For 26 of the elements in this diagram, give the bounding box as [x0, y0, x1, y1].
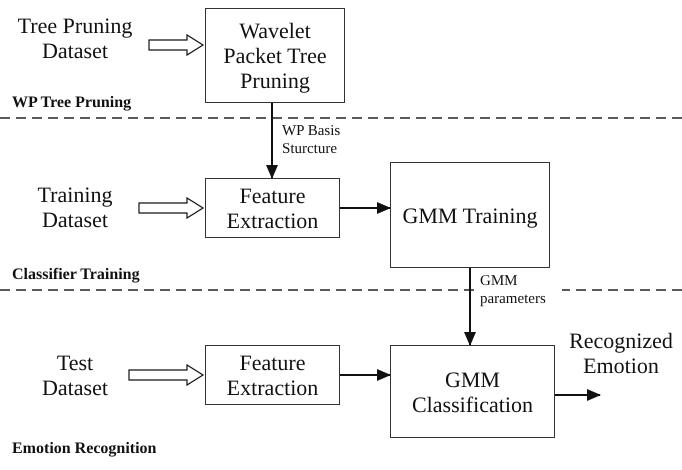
process-label: Feature Extraction — [226, 350, 320, 400]
process-box — [390, 345, 555, 438]
process-box — [390, 162, 550, 268]
hollow-arrow — [128, 364, 204, 386]
hollow-arrow — [148, 34, 204, 56]
process-box — [205, 8, 345, 103]
data-label: Test Dataset — [41, 350, 109, 400]
edge-label: GMM parameters — [478, 272, 562, 308]
arrow — [555, 389, 601, 401]
arrow — [266, 103, 278, 179]
process-label: GMM Training — [402, 202, 538, 228]
hollow-arrow — [138, 196, 204, 220]
process-label: GMM Classification — [411, 366, 534, 416]
arrow — [464, 268, 476, 346]
process-label: Wavelet Packet Tree Pruning — [222, 18, 328, 93]
arrow — [340, 202, 391, 214]
process-box — [205, 178, 340, 238]
data-label: Training Dataset — [36, 182, 114, 232]
data-label: Tree Pruning Dataset — [16, 13, 134, 63]
section-label: WP Tree Pruning — [12, 94, 132, 112]
arrow — [340, 369, 391, 381]
process-label: Feature Extraction — [226, 183, 320, 233]
section-label: Classifier Training — [12, 266, 140, 284]
section-label: Emotion Recognition — [12, 440, 156, 458]
data-label: Recognized Emotion — [568, 328, 674, 378]
process-box — [205, 345, 340, 405]
